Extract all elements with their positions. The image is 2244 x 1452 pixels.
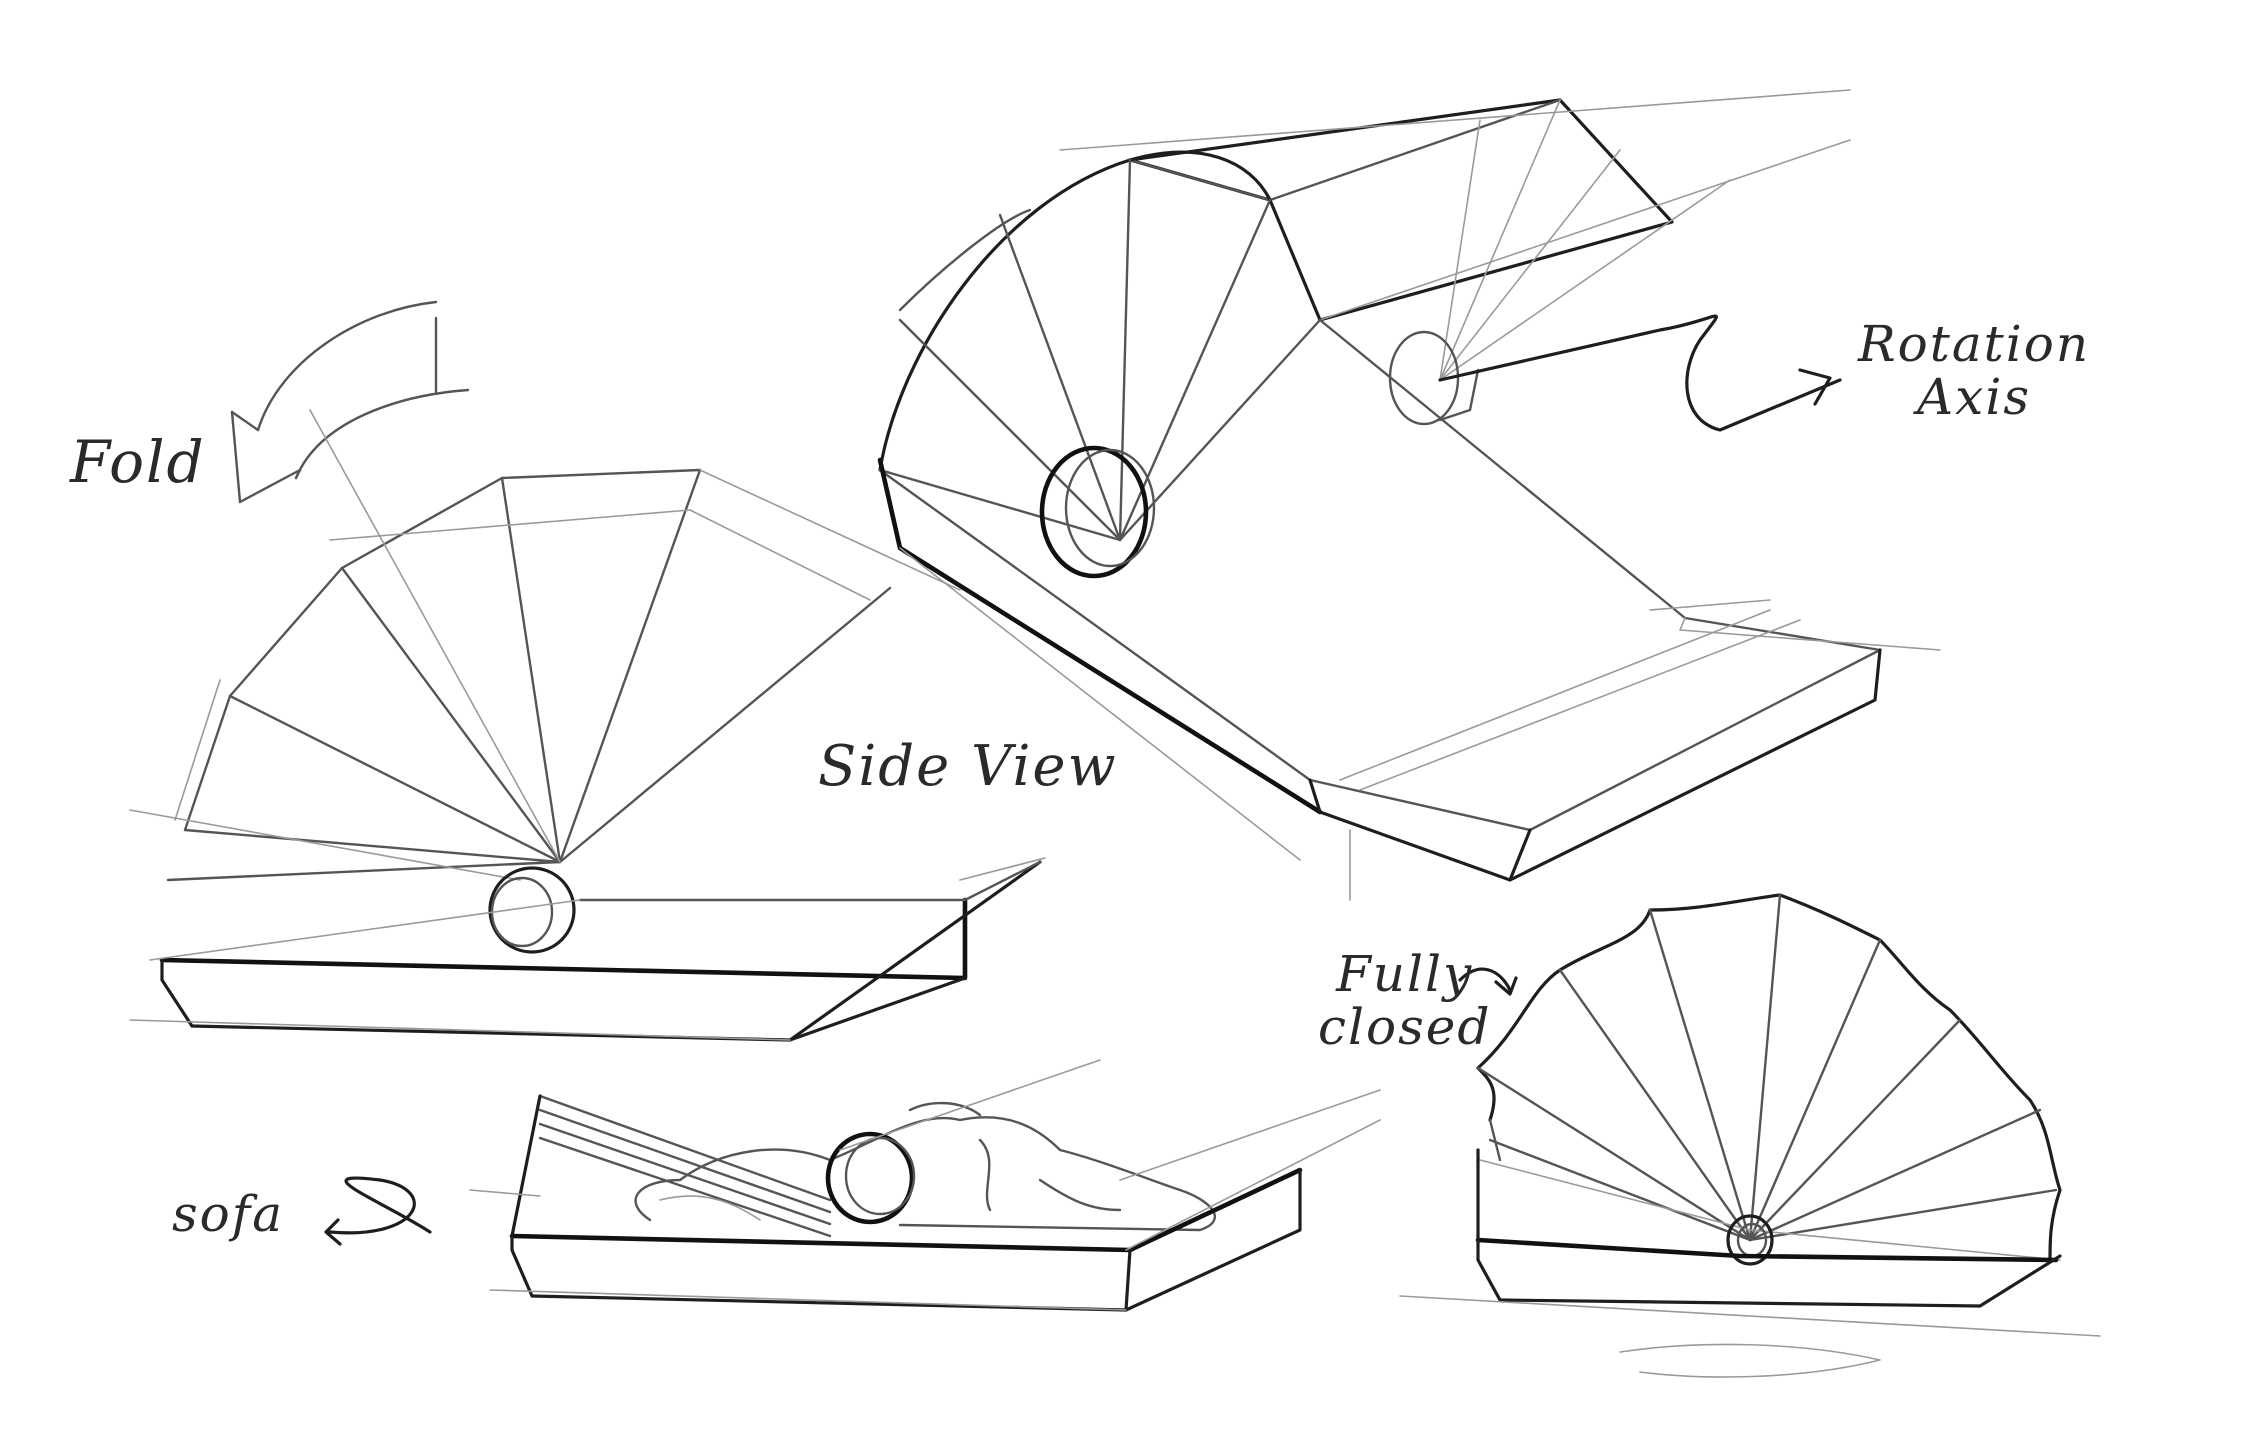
rotation-axis-label-line2: Axis [1917,367,2031,426]
fold-label: Fold [70,428,206,496]
fully-closed-label-line1: Fully [1336,945,1474,1003]
perspective-fan-sketch [877,89,1941,901]
fully-closed-label: Fully closed [1318,948,1491,1053]
rotation-axis-label: Rotation Axis [1858,318,2090,423]
fully-closed-label-line2: closed [1318,997,1492,1056]
sofa-configuration-sketch [324,1059,1381,1312]
sofa-label: sofa [172,1185,285,1243]
fully-closed-fan-sketch [1399,893,2101,1378]
fold-arrow-icon [230,300,470,504]
side-view-label: Side View [818,734,1118,799]
rotation-axis-label-line1: Rotation [1858,315,2091,373]
side-view-fan-sketch [129,300,1046,1042]
